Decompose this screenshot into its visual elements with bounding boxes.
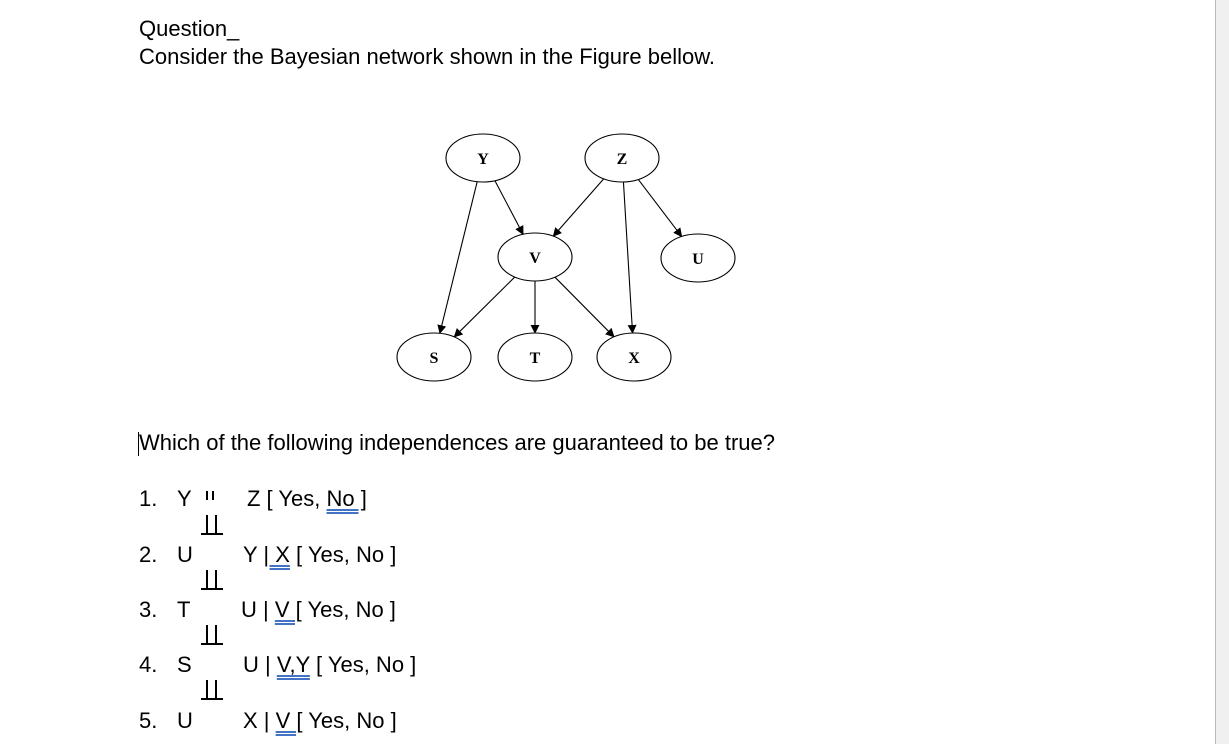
item-lhs: Y bbox=[177, 486, 192, 511]
item-lhs: U bbox=[177, 708, 193, 733]
node-s: S bbox=[396, 332, 472, 382]
item-number: 5. bbox=[139, 708, 158, 733]
graph-nodes: Y Z V U S T X bbox=[396, 133, 736, 382]
item-rhs: U | V,Y [ Yes, No ] bbox=[243, 652, 416, 678]
edge-z-u bbox=[637, 179, 683, 238]
item-number: 1. bbox=[139, 486, 158, 511]
item-underlined[interactable]: | X bbox=[263, 542, 290, 567]
node-u: U bbox=[660, 233, 736, 283]
node-label: Y bbox=[477, 151, 489, 168]
graph-edges bbox=[437, 178, 683, 338]
item-rhs-text: U | bbox=[241, 597, 275, 622]
independence-symbol bbox=[201, 625, 223, 649]
edge-z-x bbox=[622, 181, 637, 334]
item-lhs: T bbox=[177, 597, 191, 622]
question-intro: Consider the Bayesian network shown in t… bbox=[139, 44, 715, 69]
node-label: S bbox=[430, 350, 439, 367]
item-rhs: X | V [ Yes, No ] bbox=[243, 708, 397, 734]
node-label: X bbox=[628, 350, 640, 367]
item-number: 2. bbox=[139, 542, 158, 567]
item-rhs-text: U | bbox=[243, 652, 277, 677]
item-underlined[interactable]: No ] bbox=[326, 486, 367, 511]
item-rhs: Y | X [ Yes, No ] bbox=[243, 542, 396, 568]
item-underlined[interactable]: V,Y bbox=[276, 652, 310, 677]
node-y: Y bbox=[445, 133, 521, 183]
edge-z-v bbox=[552, 178, 605, 237]
node-label: Z bbox=[617, 151, 628, 168]
item-underlined[interactable]: V [ bbox=[275, 708, 303, 733]
page-gutter bbox=[1216, 0, 1229, 744]
item-lhs: S bbox=[177, 652, 192, 677]
item-rhs: Z [ Yes, No ] bbox=[247, 486, 367, 512]
edge-v-s bbox=[453, 276, 516, 338]
item-rhs-text: X | bbox=[243, 708, 276, 733]
item-underlined[interactable]: V [ bbox=[274, 597, 302, 622]
independence-symbol bbox=[201, 570, 223, 594]
item-rhs: U | V [ Yes, No ] bbox=[241, 597, 396, 623]
edge-y-s bbox=[437, 181, 478, 335]
node-v: V bbox=[497, 232, 573, 282]
item-number: 4. bbox=[139, 652, 158, 677]
question-title: Question_ bbox=[139, 16, 240, 41]
independence-symbol bbox=[201, 680, 223, 704]
page-edge bbox=[1215, 0, 1216, 744]
node-label: V bbox=[529, 250, 541, 267]
item-rest: [ Yes, No ] bbox=[289, 542, 397, 567]
item-number: 3. bbox=[139, 597, 158, 622]
node-label: U bbox=[692, 251, 704, 268]
node-z: Z bbox=[584, 133, 660, 183]
item-lhs: U bbox=[177, 542, 193, 567]
question-prompt: Which of the following independences are… bbox=[139, 430, 775, 455]
node-label: T bbox=[530, 350, 541, 367]
edge-v-x bbox=[554, 276, 615, 338]
node-t: T bbox=[497, 332, 573, 382]
bayesian-network-figure: Y Z V U S T X bbox=[396, 133, 736, 382]
item-rest: [ Yes, No ] bbox=[309, 652, 417, 677]
item-rhs-text: Z [ Yes, bbox=[247, 486, 327, 511]
text-cursor bbox=[138, 432, 139, 456]
item-rhs-text: Y bbox=[243, 542, 264, 567]
item-rest: Yes, No ] bbox=[302, 708, 397, 733]
independence-symbol bbox=[201, 515, 223, 539]
item-rest: Yes, No ] bbox=[301, 597, 396, 622]
node-x: X bbox=[596, 332, 672, 382]
edge-y-v bbox=[494, 180, 524, 236]
